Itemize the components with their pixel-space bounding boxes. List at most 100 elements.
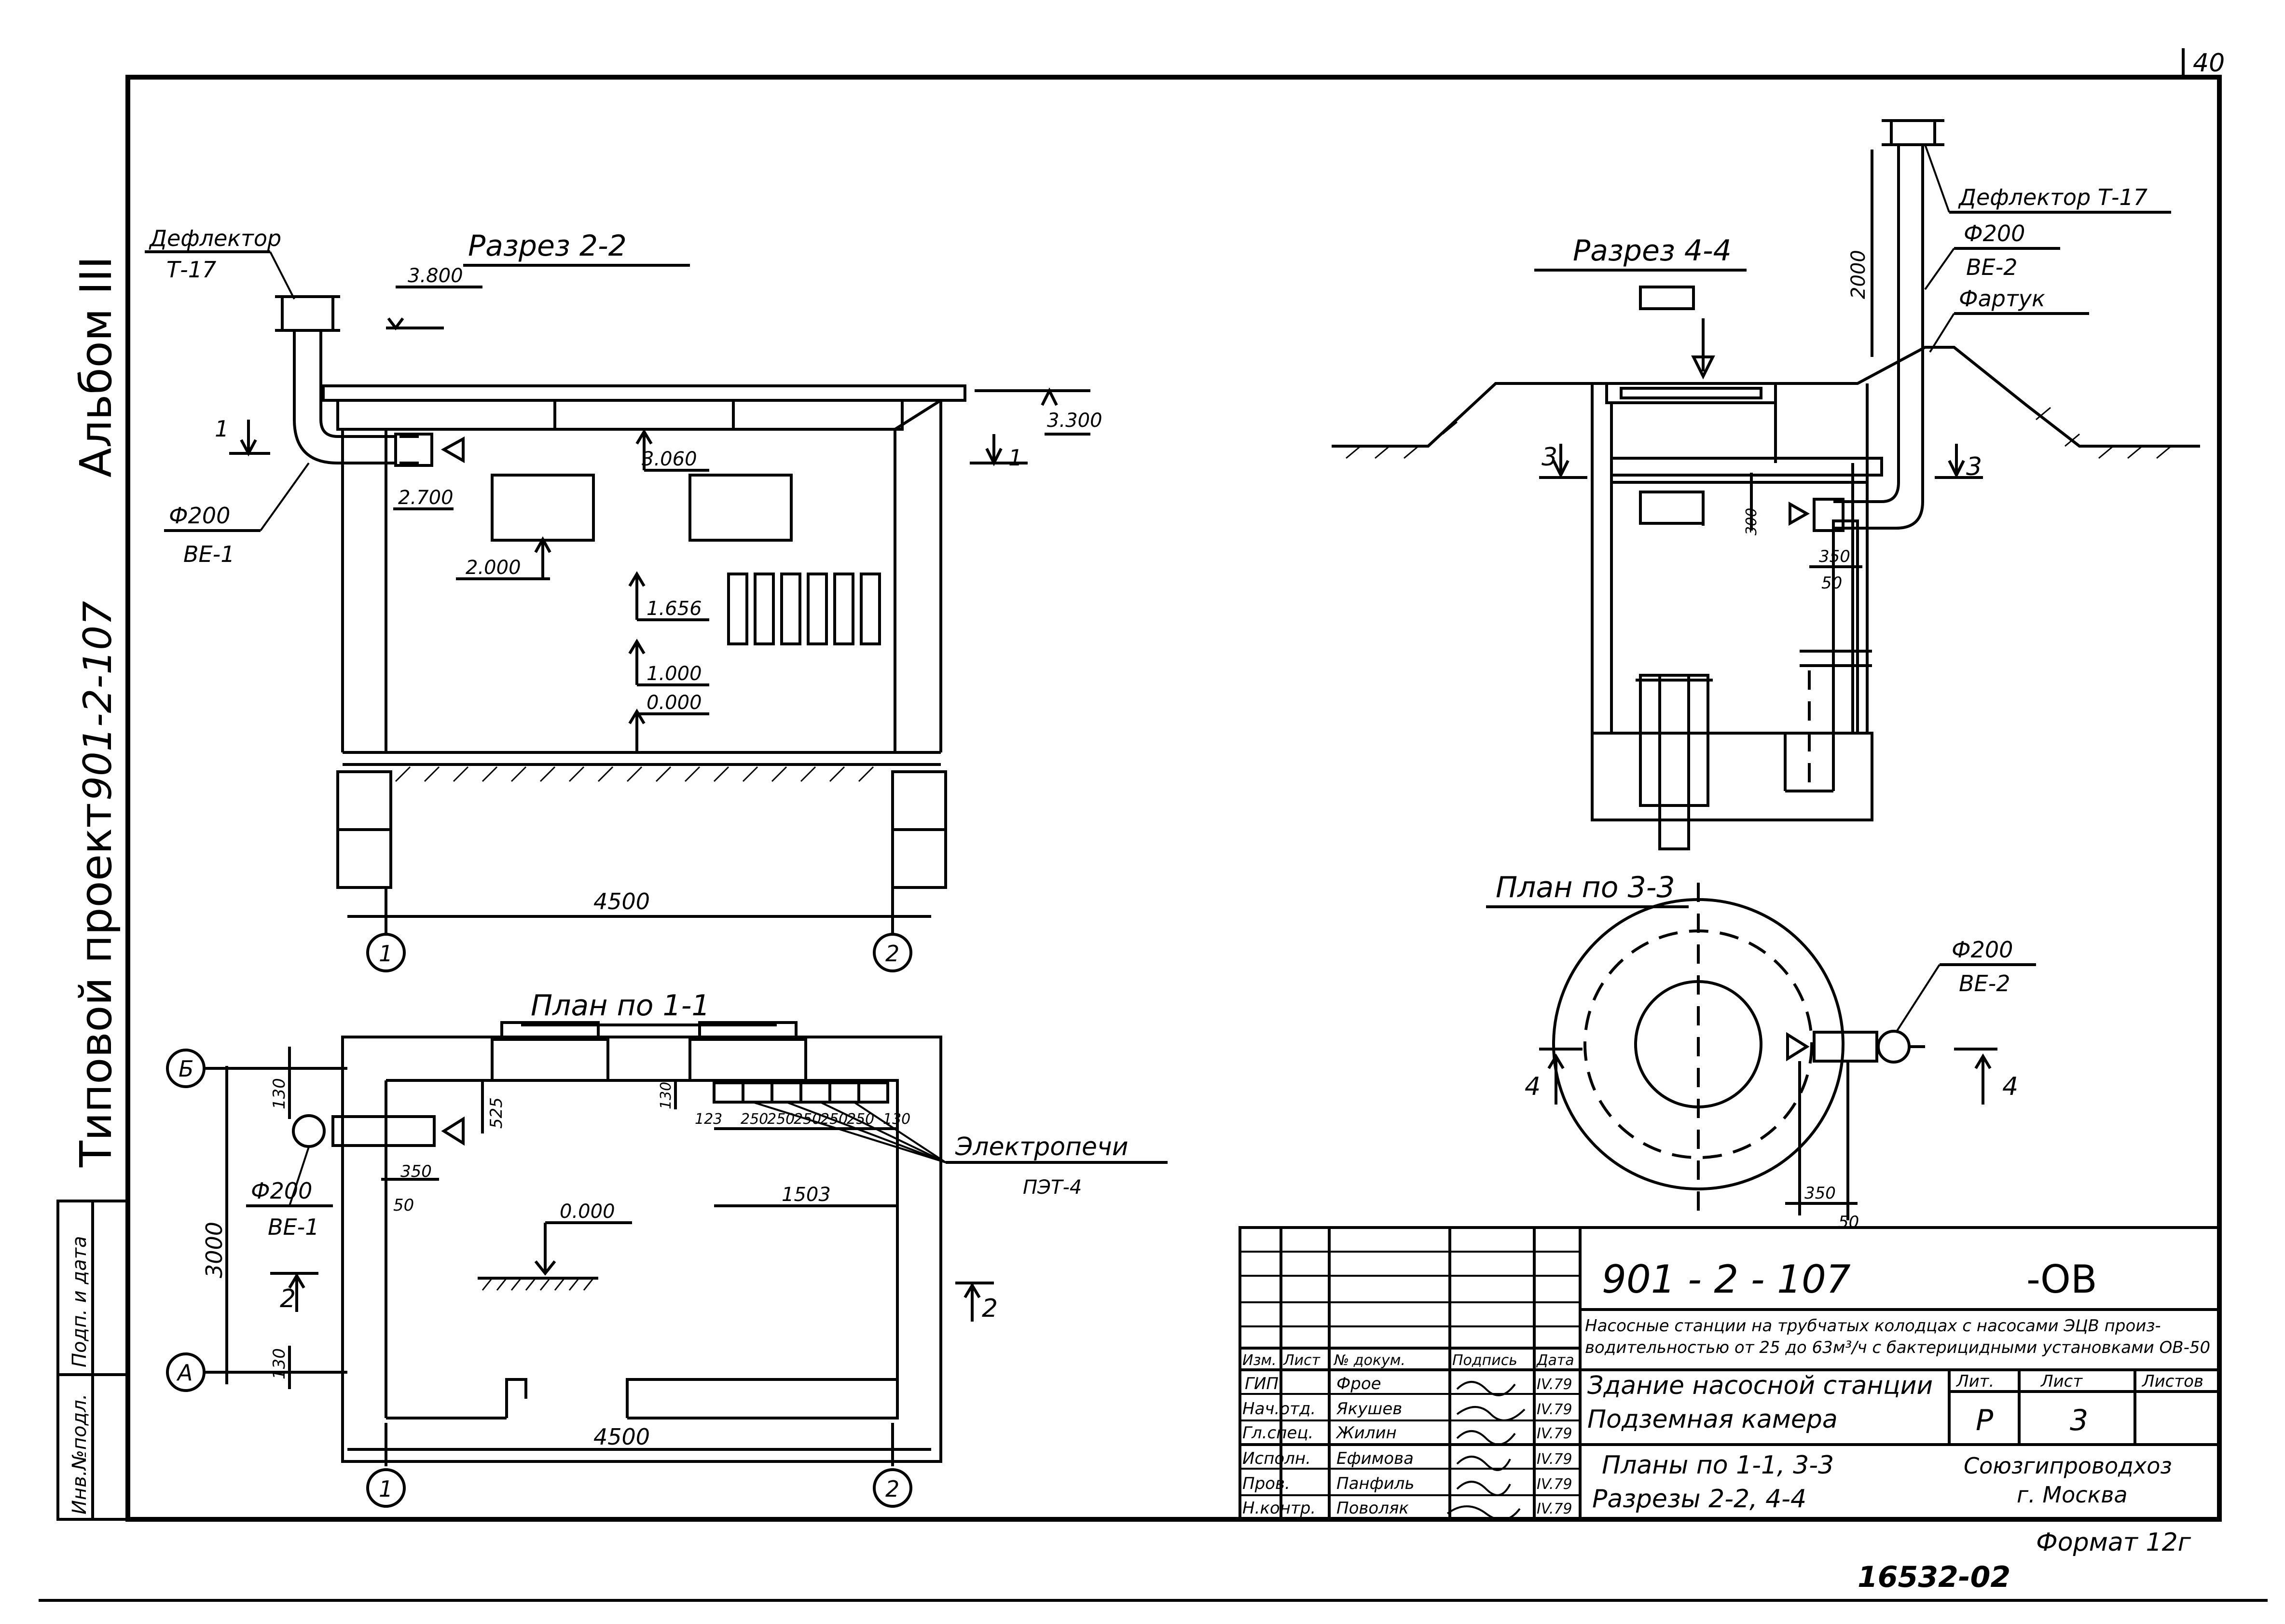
side-box-signature: Подп. и дата [69,1236,91,1367]
svg-text:Подпись: Подпись [1452,1352,1517,1369]
content-line-2: Разрезы 2-2, 4-4 [1592,1485,1806,1514]
section-4-4: Разрез 4-4 [1332,119,2200,850]
svg-text:ГИП: ГИП [1245,1374,1279,1393]
pipe-code-1-1: ВЕ-1 [268,1214,319,1240]
pipe-code-3-3: ВЕ-2 [1959,970,2010,996]
svg-text:Фрое: Фрое [1336,1374,1381,1393]
elev-3300: 3.300 [1047,409,1102,432]
svg-text:IV.79: IV.79 [1537,1376,1572,1393]
dim-50: 50 [393,1196,414,1215]
cut-mark-1-right: 1 [1008,445,1022,471]
doc-code: 901 - 2 - 107 [1602,1257,1851,1302]
svg-text:№ докум.: № докум. [1333,1352,1405,1369]
svg-text:Жилин: Жилин [1335,1423,1397,1443]
pipe-diameter-2-2: Ф200 [169,503,230,529]
dim-1503: 1503 [782,1184,831,1206]
svg-text:Н.контр.: Н.контр. [1242,1499,1316,1518]
svg-text:Пров.: Пров. [1242,1474,1290,1493]
deflector-type-2-2: Т-17 [166,257,216,283]
elev-2000: 2.000 [466,557,521,579]
svg-text:Гл.спец.: Гл.спец. [1242,1423,1313,1443]
svg-text:250: 250 [820,1111,848,1128]
dim-525: 525 [487,1097,506,1129]
plan-3-3-title: План по 3-3 [1496,871,1675,904]
elev-3060: 3.060 [642,448,697,470]
format-label: Формат 12г [2036,1528,2191,1557]
inventory-number: 16532-02 [1858,1560,2010,1594]
svg-text:Исполн.: Исполн. [1242,1449,1311,1468]
pipe-code-4-4: ВЕ-2 [1966,254,2018,280]
content-line-1: Планы по 1-1, 3-3 [1602,1451,1834,1480]
svg-text:123: 123 [695,1111,722,1128]
pipe-code-2-2: ВЕ-1 [183,541,235,567]
axis-2-1-1: 2 [885,1476,899,1502]
svg-text:250: 250 [741,1111,768,1128]
sheet-header-sheet: Лист [2040,1372,2083,1391]
plan-1-1-title: План по 1-1 [531,989,710,1023]
elev-2700: 2.700 [398,487,454,509]
title-block-headers: Изм. Лист № докум. Подпись Дата [1242,1352,1574,1369]
width-4500-1-1: 4500 [593,1424,650,1450]
cut-mark-3-left: 3 [1542,443,1557,472]
svg-text:250: 250 [794,1111,821,1128]
dim-350-4-4: 350 [1819,547,1850,566]
dim-130-bottom: 130 [270,1348,289,1379]
sheet-header-sheets: Листов [2141,1372,2203,1391]
svg-text:250: 250 [847,1111,874,1128]
description-line-1: Насосные станции на трубчатых колодцах с… [1585,1316,2161,1336]
object-name-2: Подземная камера [1587,1405,1838,1434]
svg-text:Поволяк: Поволяк [1336,1499,1409,1518]
heaters-type: ПЭТ-4 [1023,1176,1082,1199]
svg-text:Лист: Лист [1283,1352,1321,1369]
svg-text:Якушев: Якушев [1336,1399,1402,1419]
dim-350: 350 [400,1162,432,1181]
svg-text:IV.79: IV.79 [1537,1476,1572,1493]
section-4-4-title: Разрез 4-4 [1573,234,1732,268]
elev-0000: 0.000 [647,692,702,714]
heaters-label: Электропечи [955,1133,1129,1161]
axis-1-1-1: 1 [379,1476,393,1502]
sheet-number: 3 [2070,1404,2088,1437]
dim-130-top: 130 [270,1078,289,1109]
cut-mark-2-left: 2 [280,1284,296,1313]
project-type-label: Типовой проект [71,803,122,1168]
organization-2: г. Москва [2017,1482,2128,1508]
title-block-signatures: ГИП Фрое IV.79 Нач.отд. Якушев IV.79 Гл.… [1242,1374,1572,1521]
description-line-2: водительностью от 25 до 63м³/ч с бактери… [1585,1338,2210,1357]
height-2000: 2000 [1847,250,1870,299]
side-labels: Альбом III 901-2-107 Типовой проект Инв.… [56,256,129,1521]
deflector-label-2-2: Дефлектор [149,225,281,251]
axis-2-2-2: 2 [885,941,899,967]
elev-3800: 3.800 [408,265,463,287]
cut-mark-4-left: 4 [1525,1072,1541,1101]
pipe-diameter-3-3: Ф200 [1952,937,2013,963]
title-block: Изм. Лист № докум. Подпись Дата ГИП Фрое… [1239,1226,2221,1521]
doc-suffix: -ОВ [2026,1257,2097,1302]
svg-text:IV.79: IV.79 [1537,1401,1572,1418]
object-name-1: Здание насосной станции [1587,1371,1933,1400]
sheet-corner-number: 40 [2193,49,2225,78]
axis-1-2-2: 1 [379,941,393,967]
sheet-header-lit: Лит. [1955,1372,1994,1391]
section-2-2-title: Разрез 2-2 [468,229,627,263]
stage-value: Р [1976,1404,1994,1437]
svg-text:IV.79: IV.79 [1537,1451,1572,1468]
svg-text:Нач.отд.: Нач.отд. [1242,1399,1316,1419]
cut-mark-2-right: 2 [982,1294,998,1323]
axis-a: А [176,1360,193,1386]
sheet-frame [125,75,2222,1522]
svg-text:IV.79: IV.79 [1537,1425,1572,1442]
deflector-label-4-4: Дефлектор Т-17 [1958,184,2147,210]
dim-350-3-3: 350 [1804,1184,1836,1203]
width-4500-2-2: 4500 [593,888,650,914]
svg-text:Панфиль: Панфиль [1336,1474,1415,1493]
album-label: Альбом III [71,256,122,478]
svg-text:250: 250 [767,1111,795,1128]
axis-b: Б [179,1056,194,1082]
dim-3000: 3000 [201,1222,227,1278]
apron-label: Фартук [1959,286,2045,312]
elev-1000: 1.000 [647,663,702,685]
floor-elev-1-1: 0.000 [560,1201,615,1223]
dim-50-4-4: 50 [1821,573,1842,593]
